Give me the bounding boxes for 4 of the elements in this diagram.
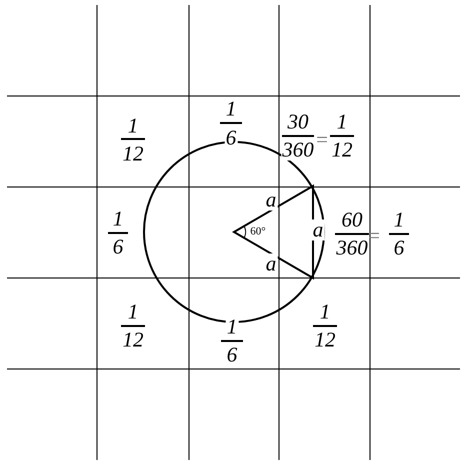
fraction-number: 360 [281, 140, 315, 160]
equals-sign: = [315, 130, 329, 150]
side-label: a [312, 220, 324, 240]
angle-label: 60° [249, 226, 267, 238]
